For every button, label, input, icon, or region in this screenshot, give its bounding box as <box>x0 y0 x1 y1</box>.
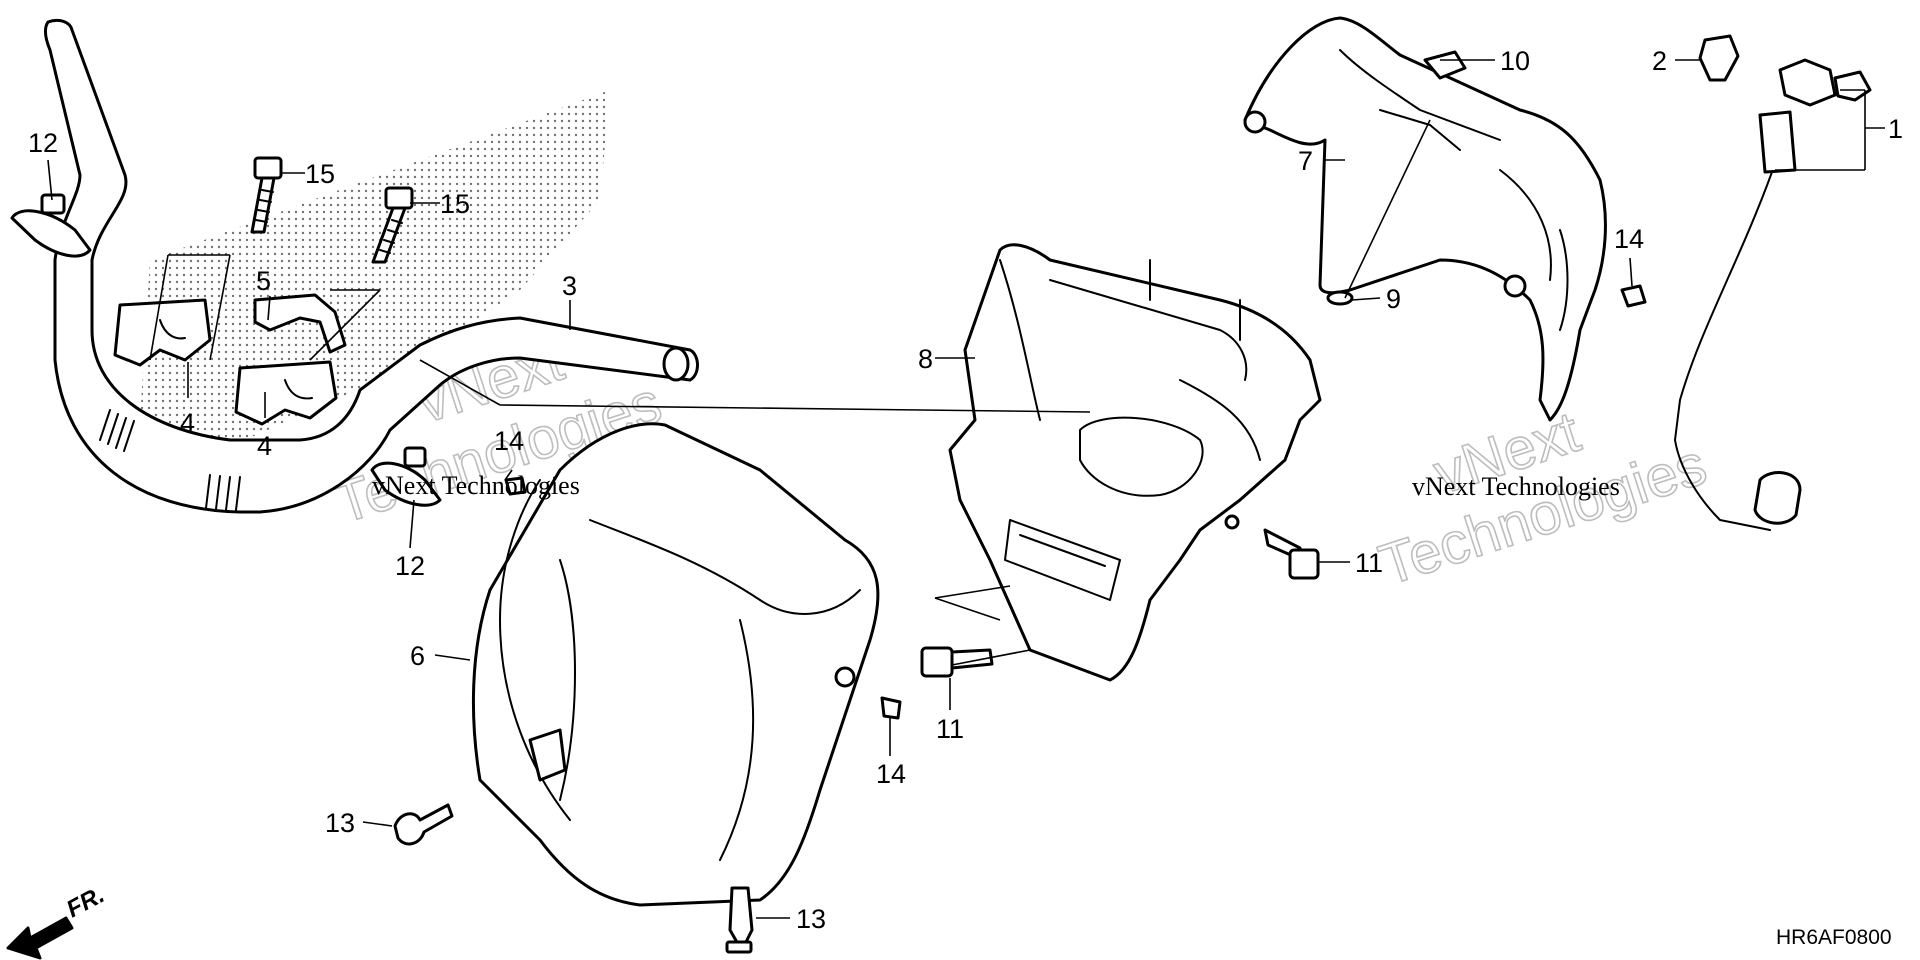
svg-text:FR.: FR. <box>62 881 109 923</box>
callout-13-bottom: 13 <box>796 904 826 934</box>
front-cover <box>471 422 880 907</box>
handlebar-holder-left <box>113 298 212 367</box>
washer-9 <box>1326 290 1354 306</box>
ignition-switch <box>1674 58 1872 531</box>
callout-8: 8 <box>918 344 933 374</box>
callout-12-right: 12 <box>395 551 425 581</box>
front-direction-arrow: FR. <box>6 881 109 960</box>
pin-13-left <box>393 803 454 846</box>
bolt-15-right <box>371 186 414 264</box>
callout-4-right: 4 <box>257 431 272 461</box>
callout-15-left: 15 <box>305 159 335 189</box>
callout-14-lower: 14 <box>876 759 906 789</box>
callout-11-right: 11 <box>1355 548 1383 578</box>
callout-10: 10 <box>1500 46 1530 76</box>
cable-tie-12-left <box>10 193 92 258</box>
watermark-small-left: vNext Technologies <box>372 471 580 500</box>
callout-2: 2 <box>1652 46 1667 76</box>
screw-14-middle <box>504 476 527 496</box>
callout-3: 3 <box>562 271 577 301</box>
headlight-case <box>948 243 1322 682</box>
callout-12-left: 12 <box>28 128 58 158</box>
bolt-11-left <box>920 646 994 678</box>
callout-5: 5 <box>256 266 271 296</box>
clip-10 <box>1423 50 1467 80</box>
callout-15-right: 15 <box>440 189 470 219</box>
callout-13-left: 13 <box>325 808 355 838</box>
callout-7: 7 <box>1298 146 1313 176</box>
watermark-small-right: vNext Technologies <box>1412 472 1620 501</box>
handlebar-holder-right <box>234 360 338 426</box>
bolt-11-right <box>1263 528 1320 580</box>
callout-14-middle: 14 <box>494 426 524 456</box>
leader-lines <box>47 59 1885 919</box>
screw-14-upper-right <box>1620 284 1647 308</box>
callout-11-left: 11 <box>936 714 964 744</box>
callout-1: 1 <box>1888 114 1903 144</box>
cable-tie-12-right <box>370 446 442 507</box>
handlebar <box>44 18 699 514</box>
diagram-code: HR6AF0800 <box>1776 926 1892 949</box>
callout-9: 9 <box>1386 284 1401 314</box>
callout-14-upper-right: 14 <box>1614 224 1644 254</box>
callout-numbers: 1 2 3 4 4 5 6 7 8 9 10 11 11 12 12 13 13… <box>28 46 1903 934</box>
bolt-15-left <box>250 156 283 234</box>
pin-13-bottom <box>725 886 754 954</box>
cap-2 <box>1698 34 1740 82</box>
bracket <box>253 293 347 354</box>
screw-14-lower <box>880 696 902 720</box>
callout-4-left: 4 <box>180 408 195 438</box>
callout-6: 6 <box>410 641 425 671</box>
